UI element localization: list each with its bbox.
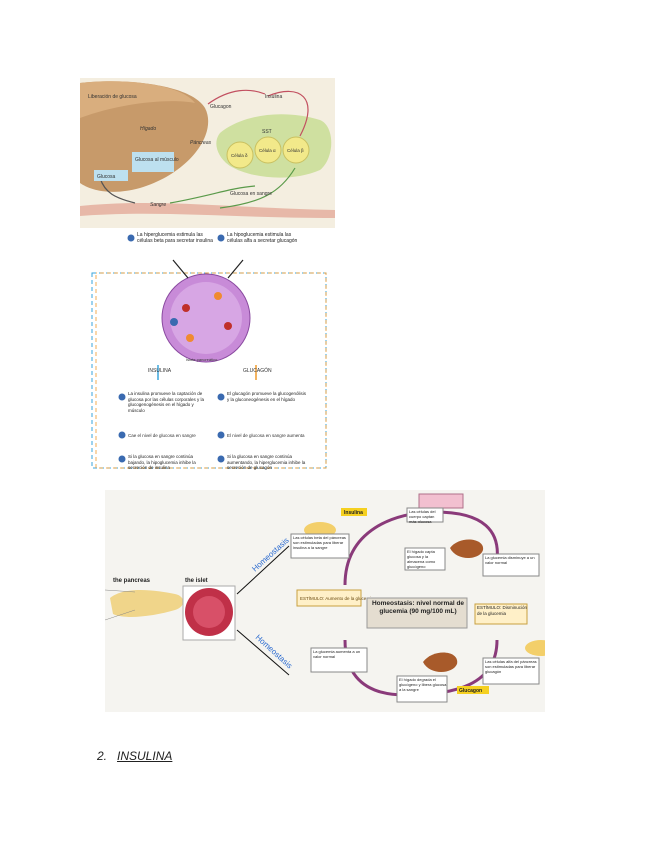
- alpha-cell-circle: [254, 136, 282, 164]
- islet-cell-red-1: [182, 304, 190, 312]
- figure1-blood_glucose_label-label: Glucosa en sangre: [230, 191, 272, 197]
- islet-cell-red-2: [224, 322, 232, 330]
- figure2-glucagon_branch-label: GLUCAGÓN: [243, 367, 272, 374]
- step4-badge: [118, 455, 126, 463]
- figure1-blood_label-label: Sangre: [150, 202, 166, 208]
- box-tissue: [406, 507, 444, 523]
- figure1-glucagon_label-label: Glucagon: [210, 104, 232, 110]
- glucagon-tag: [457, 686, 489, 694]
- tissue-cells: [418, 493, 464, 509]
- islet-cell-blue-1: [170, 318, 178, 326]
- figure3-insulin_tag-label: Insulina: [344, 510, 363, 516]
- figure1-sst_label-label: SST: [262, 129, 272, 135]
- figure-insulin-glucagon-feedback: La hiperglucemia estimula las células be…: [78, 230, 340, 482]
- stimulus-high-box: [296, 589, 362, 607]
- figure2-step7-label: El nivel de glucosa en sangre aumenta: [227, 433, 305, 438]
- figure3-pancreas_title-label: the pancreas: [113, 578, 151, 584]
- figure-glucose-homeostasis: the pancreas the islet Homeostasis Homeo…: [105, 490, 545, 712]
- step6-text: El glucagón promueve la glucogenólisis y…: [227, 391, 307, 402]
- pancreas-shape: [110, 590, 184, 617]
- figure3-stimulus_high-label: ESTÍMULO: Aumento de la glucemia: [300, 595, 374, 601]
- glucose-label-box: [94, 170, 128, 181]
- blood-vessel: [80, 202, 335, 218]
- step7-badge: [217, 431, 225, 439]
- islet-cell-orange-1: [214, 292, 222, 300]
- step8-badge: [217, 455, 225, 463]
- figure1-release_label-label: Liberación de glucosa: [88, 94, 137, 100]
- step5-text: La hipoglucemia estimula las células alf…: [227, 232, 298, 244]
- pancreas-icon-bottom: [525, 640, 545, 656]
- delta-cell-circle: [226, 141, 254, 169]
- center-title: Homeostasis: nivel normal de glucemia (9…: [371, 600, 465, 615]
- figure2-islet_label-label: Islote pancreático: [186, 357, 218, 362]
- figure1-insulin_label-label: Insulina: [265, 94, 282, 100]
- box-rise: [310, 647, 368, 673]
- figure3-glucagon_tag-label: Glucagon: [459, 688, 482, 694]
- step5-badge: [217, 234, 225, 242]
- insulin-arrow: [267, 90, 309, 137]
- box-liver-store: [404, 547, 446, 571]
- step1-text: La hiperglucemia estimula las células be…: [137, 232, 213, 244]
- step3-badge: [118, 431, 126, 439]
- box-liver-release-text: El hígado degrada el glucógeno y libera …: [399, 677, 447, 692]
- insulin-tag: [341, 508, 367, 516]
- figure1-pancreas_label-label: Páncreas: [190, 140, 212, 146]
- overview-illustration: Liberación de glucosa Hígado Sangre Gluc…: [80, 78, 335, 228]
- blood-glucose-arrow-2: [219, 167, 296, 209]
- liver-icon-top: [450, 539, 484, 558]
- uptake-label-box: [132, 152, 174, 172]
- step4-text: Si la glucosa en sangre continúa bajando…: [128, 454, 196, 470]
- step1-badge: [127, 234, 135, 242]
- box-beta-text: Las células beta del páncreas son estimu…: [293, 535, 346, 550]
- homeostasis-diagram: the pancreas the islet Homeostasis Homeo…: [105, 490, 545, 712]
- homeostasis-up-arrow: [236, 545, 290, 595]
- box-rise-text: La glucemia aumenta a un valor normal: [313, 649, 361, 659]
- liver-shape: [80, 81, 209, 192]
- box-alpha: [482, 657, 540, 685]
- stimulus-low-box: [474, 603, 528, 625]
- section-title: INSULINA: [117, 749, 173, 763]
- step5-arrow: [227, 259, 244, 279]
- glucagon-arrow: [207, 89, 266, 105]
- figure1-cell_a-label: Célula α: [259, 148, 276, 153]
- box-drop: [482, 553, 540, 577]
- blood-glucose-arrow-1: [169, 185, 256, 204]
- release-arrow: [99, 177, 136, 204]
- box-liver-store-text: El hígado capta glucosa y la almacena co…: [407, 549, 436, 569]
- step2-badge: [118, 393, 126, 401]
- homeostasis-down-arrow: [236, 629, 290, 676]
- islet-inner: [193, 596, 225, 628]
- glucagon-loop-dash: [95, 272, 327, 469]
- step8-text: Si la glucosa en sangre continúa aumenta…: [227, 454, 306, 470]
- step2-text: La insulina promueve la captación de glu…: [128, 391, 205, 413]
- liver-icon-bottom: [423, 652, 458, 672]
- box-alpha-text: Las células alfa del páncreas son estimu…: [485, 659, 537, 674]
- figure1-uptake_label-label: Glucosa al músculo: [135, 157, 179, 163]
- homeostasis-center-box: [366, 597, 468, 629]
- stimulus-low-text: ESTÍMULO: Disminución de la glucemia: [477, 605, 527, 616]
- figure2-step3-label: Cae el nivel de glucosa en sangre: [128, 433, 196, 438]
- section-number: 2.: [97, 749, 108, 763]
- islet-cell-orange-2: [186, 334, 194, 342]
- section-heading: 2. INSULINA: [97, 749, 172, 763]
- feedback-diagram: La hiperglucemia estimula las células be…: [91, 232, 327, 470]
- beta-cell-circle: [282, 136, 310, 164]
- step1-arrow: [172, 259, 189, 279]
- figure1-cell_b-label: Célula β: [287, 148, 304, 153]
- figure1-cell_d-label: Célula δ: [231, 153, 248, 158]
- islet-inner: [170, 282, 242, 354]
- box-beta: [290, 533, 350, 559]
- step6-badge: [217, 393, 225, 401]
- figure3-islet_title-label: the islet: [185, 578, 208, 584]
- figure-glucose-regulation-overview: Liberación de glucosa Hígado Sangre Gluc…: [80, 78, 335, 228]
- box-tissue-text: Las células del cuerpo captan más glucos…: [409, 509, 436, 523]
- box-drop-text: La glucemia disminuye a un valor normal: [485, 555, 535, 565]
- figure1-glucose_label-label: Glucosa: [97, 174, 116, 180]
- figure2-insulin_branch-label: INSULINA: [148, 368, 172, 374]
- box-liver-release: [396, 675, 448, 703]
- figure1-liver_label-label: Hígado: [140, 126, 156, 132]
